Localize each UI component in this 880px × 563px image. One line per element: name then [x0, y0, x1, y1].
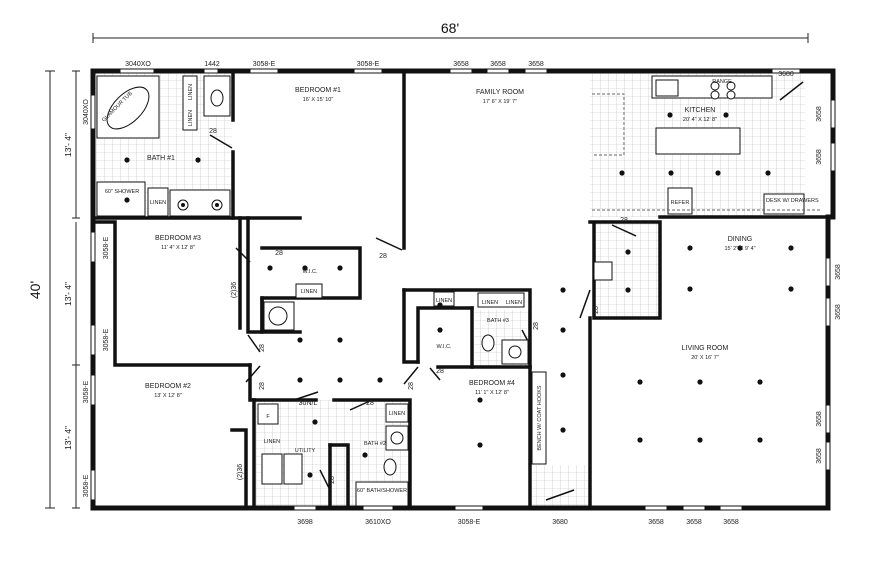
window-label: 1442 — [204, 61, 220, 68]
window-label: 3040XO — [83, 99, 90, 125]
ceiling-lights — [124, 112, 794, 478]
dining-size: 15' 2" X 9' 4" — [724, 246, 755, 252]
bedroom3-name: BEDROOM #3 — [155, 235, 201, 242]
door-size-label: 28 — [329, 476, 336, 484]
window-label: 3658 — [835, 304, 842, 320]
bedroom1-size: 16' X 15' 10" — [303, 97, 334, 103]
fixtures — [96, 75, 820, 507]
window-label: 3658 — [648, 519, 664, 526]
closet-label: (2)36 — [237, 464, 244, 480]
overall-width-label: 68' — [441, 20, 459, 36]
bath1-name: BATH #1 — [147, 155, 175, 162]
bedroom1-name: BEDROOM #1 — [295, 87, 341, 94]
door-size-label: 28 — [379, 253, 387, 260]
bath2-name: BATH #2 — [364, 441, 386, 447]
family-room-name: FAMILY ROOM — [476, 89, 524, 96]
segment-1-label: 13'- 4" — [63, 133, 73, 157]
bath2-linen: LINEN — [389, 411, 405, 417]
dining-name: DINING — [728, 236, 753, 243]
bedroom4-name: BEDROOM #4 — [469, 380, 515, 387]
window-label: 3610XO — [365, 519, 391, 526]
window-label: 3058-E — [253, 61, 276, 68]
window-label: 3058-E — [103, 328, 110, 351]
window-labels: 3040XO 1442 3058-E 3058-E 3658 3658 3658… — [83, 61, 842, 526]
bedroom2-size: 13' X 12' 8" — [154, 393, 182, 399]
door-size-label: 28 — [209, 128, 217, 135]
opening-label: 30N/L — [299, 400, 318, 407]
door-size-label: 28 — [436, 368, 444, 375]
window-label: 3058-E — [83, 474, 90, 497]
range-label: RANGE — [712, 79, 732, 85]
window-label: 3658 — [816, 448, 823, 464]
window-label: 3658 — [835, 264, 842, 280]
dimension-lines — [45, 33, 809, 509]
linen-label: LINEN — [482, 300, 498, 306]
door-size-label: 28 — [408, 382, 415, 390]
door-size-label: 28 — [620, 217, 628, 224]
linen-label: LINEN — [436, 298, 452, 304]
window-label: 3058-E — [458, 519, 481, 526]
kitchen-name: KITCHEN — [685, 107, 716, 114]
bedroom4-size: 11' 1" X 12' 8" — [475, 390, 509, 396]
window-label: 3658 — [453, 61, 469, 68]
overall-depth-label: 40' — [27, 281, 43, 299]
linen-label: LINEN — [188, 84, 194, 100]
door-size-label: 28 — [275, 250, 283, 257]
door-size-label: 28 — [259, 344, 266, 352]
bath2-shower: 60" BATH/SHOWER — [357, 488, 407, 494]
living-room-name: LIVING ROOM — [682, 345, 729, 352]
back-entry-tile — [532, 465, 590, 510]
bedroom3-size: 11' 4" X 12' 8" — [161, 245, 195, 251]
refer-label: REFER — [671, 200, 690, 206]
segment-2-label: 13'- 4" — [63, 282, 73, 306]
linen-label: LINEN — [188, 110, 194, 126]
window-label: 3658 — [490, 61, 506, 68]
door-size-label: 28 — [593, 306, 600, 314]
family-room-size: 17' 6" X 19' 7" — [483, 99, 517, 105]
door-size-label: 28 — [366, 400, 374, 407]
room-labels: GLAMOUR TUB LINEN LINEN LINEN BATH #1 60… — [101, 79, 819, 494]
desk-label: DESK W/ DRAWERS — [766, 198, 819, 204]
linen-label: LINEN — [506, 300, 522, 306]
wic1-name: W.I.C. — [303, 269, 318, 275]
door-size-label: 28 — [259, 382, 266, 390]
window-label: 3040XO — [125, 61, 151, 68]
furnace-label: F — [266, 414, 270, 420]
window-label: 3058-E — [357, 61, 380, 68]
window-label: 3658 — [723, 519, 739, 526]
linen-label: LINEN — [150, 200, 166, 206]
utility-linen: LINEN — [264, 439, 280, 445]
living-room-size: 20' X 16' 7" — [691, 355, 719, 361]
window-label: 3658 — [528, 61, 544, 68]
window-label: 3658 — [686, 519, 702, 526]
shower-label: 60" SHOWER — [105, 189, 139, 195]
window-label: 3658 — [816, 106, 823, 122]
window-label: 3680 — [552, 519, 568, 526]
wic1-linen: LINEN — [301, 289, 317, 295]
bedroom2-name: BEDROOM #2 — [145, 383, 191, 390]
segment-3-label: 13'- 4" — [63, 426, 73, 450]
door-size-label: 28 — [533, 322, 540, 330]
window-label: 3058-E — [83, 380, 90, 403]
bench-label: BENCH W/ COAT HOOKS — [537, 385, 543, 451]
closet-label: (2)36 — [231, 282, 238, 298]
window-label: 3058-E — [103, 236, 110, 259]
bath3-name: BATH #3 — [487, 318, 509, 324]
window-label: 3680 — [778, 71, 794, 78]
kitchen-size: 20' 4" X 12' 8" — [683, 117, 717, 123]
window-label: 3698 — [297, 519, 313, 526]
wic2-name: W.I.C. — [437, 344, 452, 350]
window-label: 3658 — [816, 411, 823, 427]
doors — [209, 81, 804, 501]
utility-name: UTILITY — [295, 448, 316, 454]
windows — [90, 68, 836, 511]
window-label: 3658 — [816, 149, 823, 165]
